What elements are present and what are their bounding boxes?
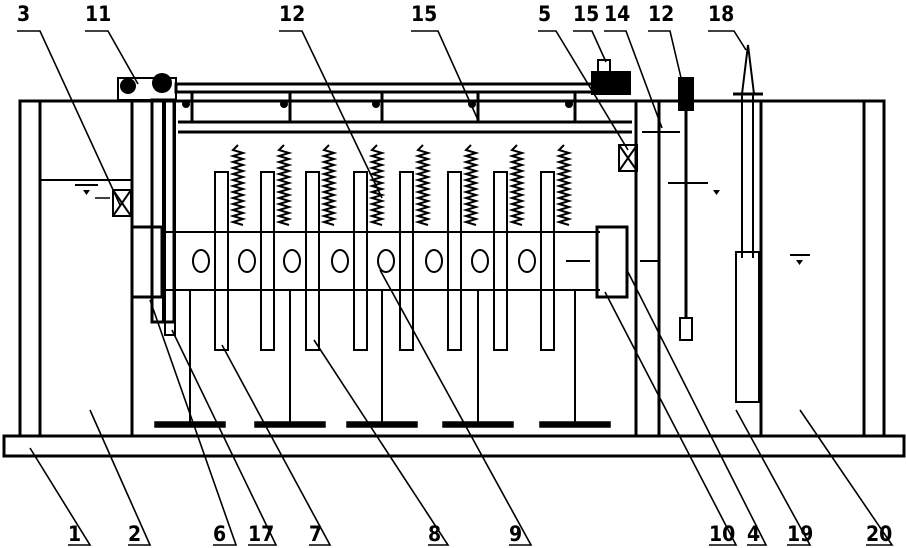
shaft-hub (283, 249, 301, 273)
shaft-hub (425, 249, 443, 273)
rotating-disc (493, 171, 508, 351)
label-18: 18 (708, 2, 734, 26)
leader-line (89, 409, 152, 546)
label-2: 2 (128, 522, 141, 546)
leader-line (313, 339, 450, 546)
nozzle-icon (565, 100, 573, 108)
rotating-disc (447, 171, 462, 351)
label-4: 4 (747, 522, 760, 546)
drive-chain (164, 99, 176, 336)
leader-line (799, 409, 894, 546)
base-slab (2, 434, 906, 458)
water-level-icon-right (796, 260, 803, 265)
rotating-disc (353, 171, 368, 351)
spring-coil (320, 144, 338, 226)
rotating-disc (214, 171, 229, 351)
label-9: 9 (509, 522, 522, 546)
spring-coil (555, 144, 573, 226)
support-foot (442, 421, 514, 428)
leader-line (708, 30, 747, 51)
leader-line (411, 30, 479, 121)
sensor-tip (679, 317, 693, 341)
leader-line (379, 269, 533, 546)
bearing-block-left (130, 225, 164, 299)
support-foot (539, 421, 611, 428)
leader-line (735, 409, 812, 546)
leader-line (171, 329, 278, 546)
shaft-hub (377, 249, 395, 273)
rotating-disc (260, 171, 275, 351)
spring-coil (275, 144, 293, 226)
rotating-disc (540, 171, 555, 351)
outlet-valve (618, 144, 638, 172)
label-15-left: 15 (411, 2, 437, 26)
sensor-head (678, 77, 694, 111)
label-10: 10 (709, 522, 735, 546)
shaft-hub (471, 249, 489, 273)
water-level-icon-mid (713, 190, 720, 195)
label-12-right: 12 (648, 2, 674, 26)
shaft-hub (192, 249, 210, 273)
mast-tip (741, 44, 755, 95)
tank-structure (2, 44, 906, 458)
label-14: 14 (604, 2, 630, 26)
label-15-right: 15 (573, 2, 599, 26)
outer-wall (18, 99, 886, 436)
shaft-hub (238, 249, 256, 273)
label-12-left: 12 (279, 2, 305, 26)
label-19: 19 (787, 522, 813, 546)
bearing-block-right (595, 225, 629, 299)
leader-line (627, 271, 768, 546)
pump-head (597, 59, 611, 75)
shaft-hub (518, 249, 536, 273)
label-8: 8 (428, 522, 441, 546)
leader-line (149, 299, 238, 546)
label-5: 5 (538, 2, 551, 26)
leader-line (279, 30, 383, 199)
leader-lines (17, 30, 894, 546)
label-7: 7 (309, 522, 322, 546)
label-17: 17 (248, 522, 274, 546)
leader-line (17, 30, 121, 206)
rotating-disc (305, 171, 320, 351)
leader-line (648, 30, 683, 83)
nozzle-icon (280, 100, 288, 108)
spring-coil (368, 144, 386, 226)
pump (591, 71, 631, 95)
label-3: 3 (17, 2, 30, 26)
nozzle-icon (372, 100, 380, 108)
leader-line (221, 344, 332, 546)
inlet-valve (112, 189, 132, 217)
leader-line (573, 30, 607, 63)
leader-line (29, 447, 92, 546)
label-1: 1 (68, 522, 81, 546)
part-labels: 3 11 12 15 5 15 14 12 18 1 2 6 17 7 8 9 … (17, 2, 892, 546)
shaft-hub (331, 249, 349, 273)
spring-coil (414, 144, 432, 226)
label-20: 20 (866, 522, 892, 546)
spring-coil (462, 144, 480, 226)
leader-line (538, 30, 629, 151)
support-foot (254, 421, 326, 428)
air-manifold-pipe (174, 82, 618, 94)
nozzle-icon (182, 100, 190, 108)
leader-line (604, 291, 738, 546)
spring-coil (508, 144, 526, 226)
leader-line (85, 30, 139, 85)
rotating-disc (399, 171, 414, 351)
support-foot (346, 421, 418, 428)
leader-line (604, 30, 663, 129)
support-foot (154, 421, 226, 428)
spring-coil (229, 144, 247, 226)
weir-sleeve (735, 251, 760, 403)
water-level-icon-left (83, 190, 90, 195)
label-6: 6 (213, 522, 226, 546)
label-11: 11 (85, 2, 111, 26)
